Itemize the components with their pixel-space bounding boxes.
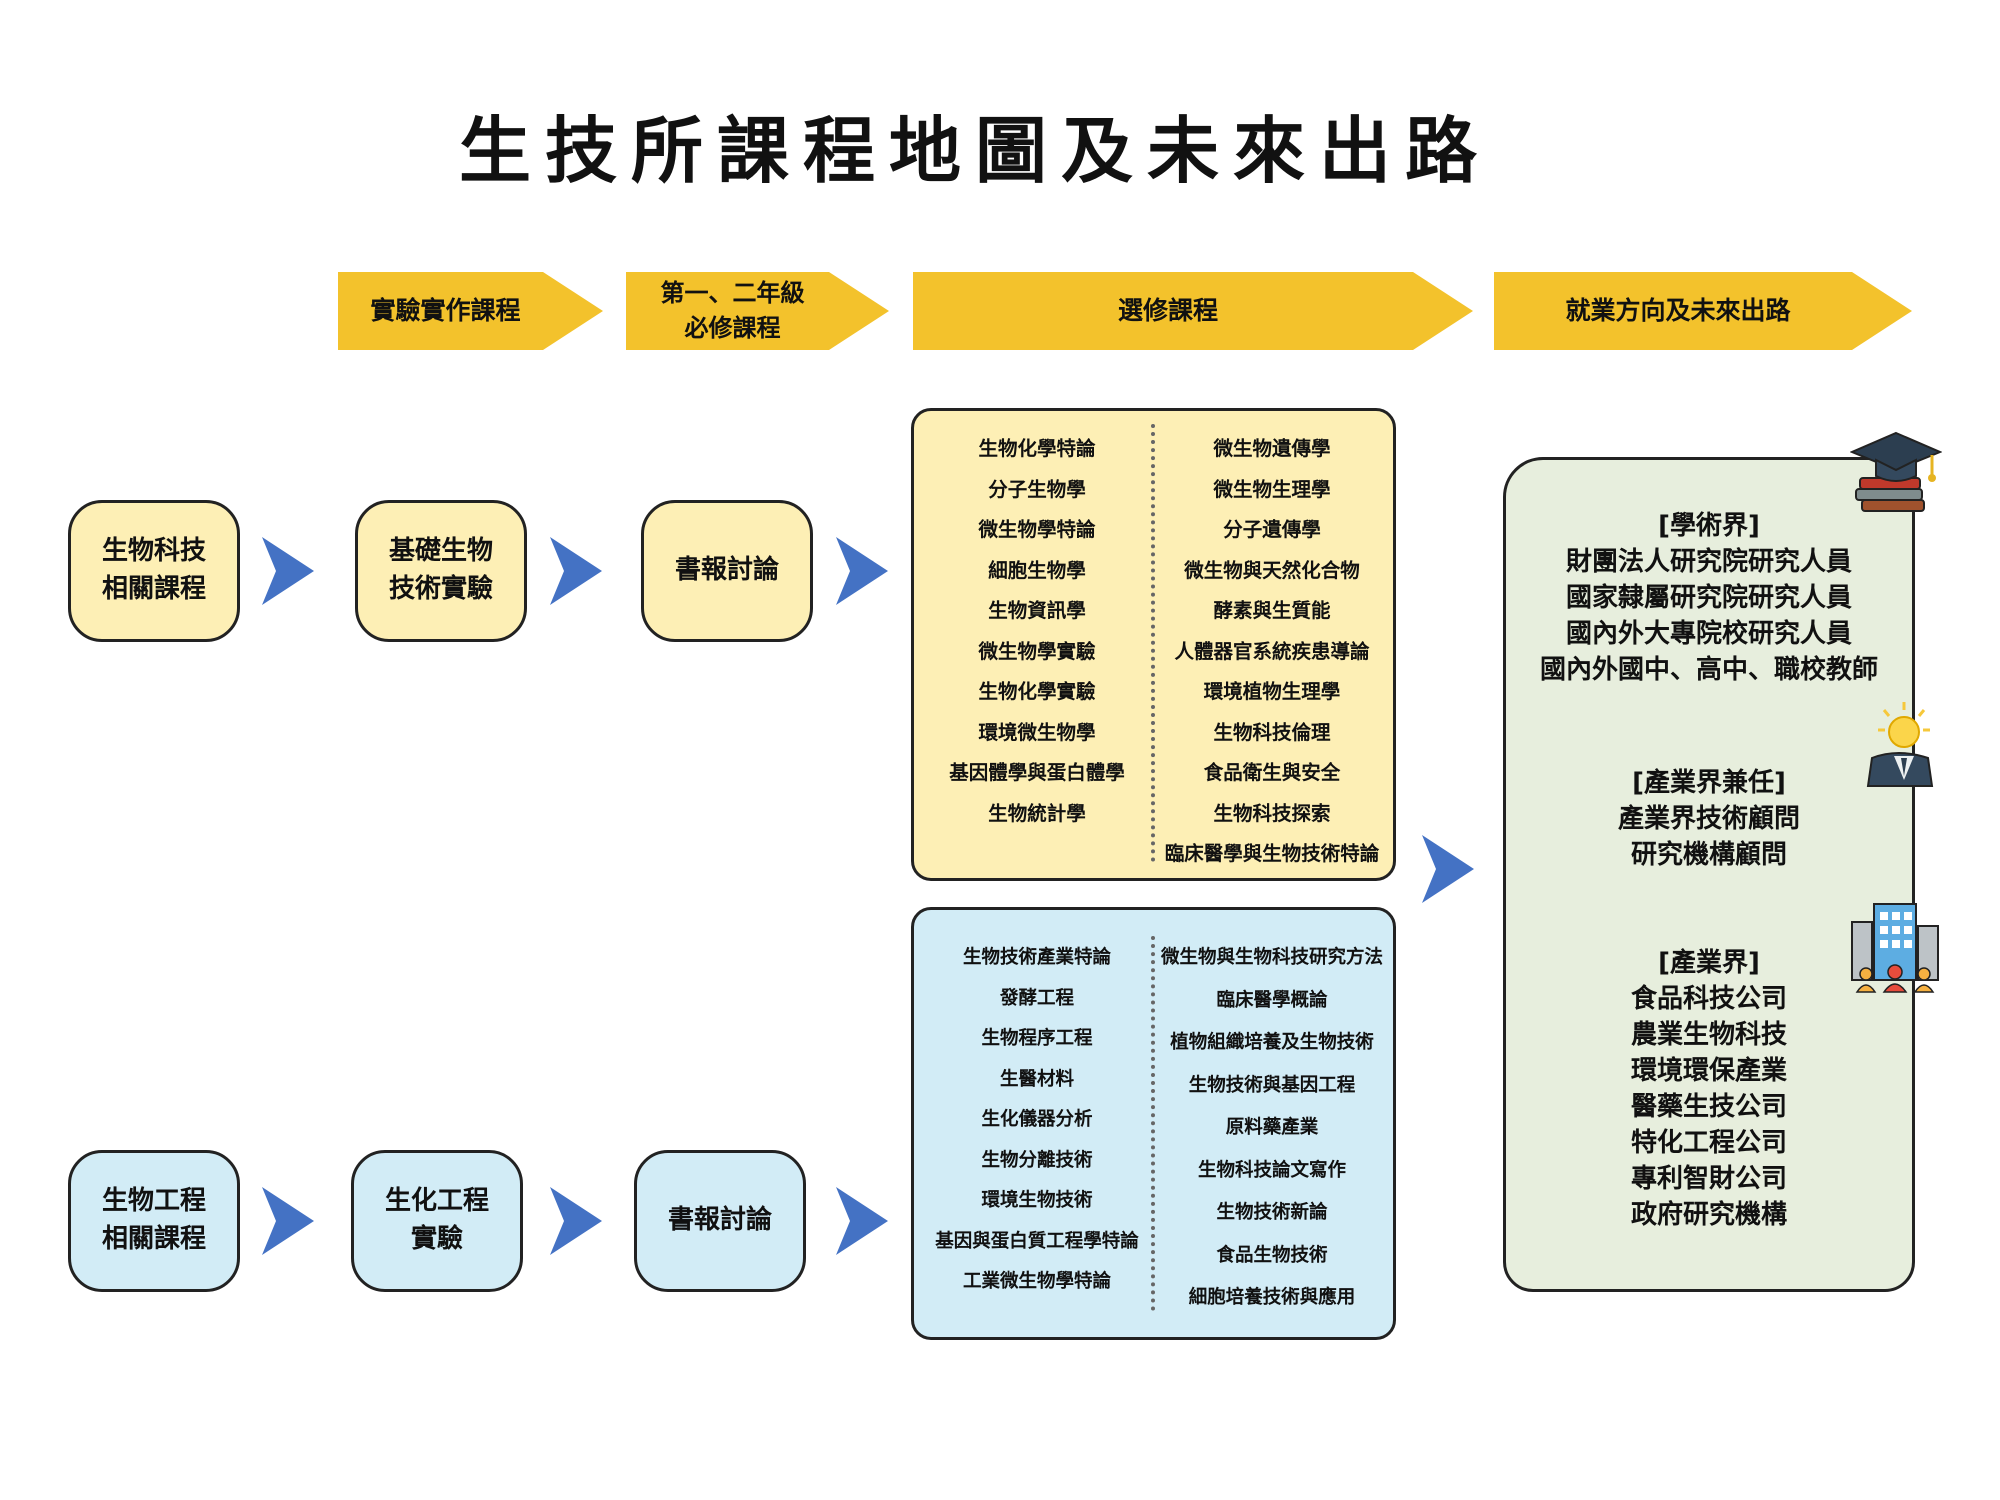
- flow-arrow-icon: [550, 537, 602, 605]
- elective-course-item: 微生物與生物科技研究方法: [1160, 947, 1383, 968]
- flow-arrow-icon: [836, 1187, 888, 1255]
- career-item: 研究機構顧問: [1630, 840, 1787, 870]
- page-title: 生技所課程地圖及未來出路: [458, 109, 1491, 193]
- elective-course-item: 細胞培養技術與應用: [1188, 1287, 1356, 1308]
- header-required-courses: 第一、二年級 必修課程: [626, 272, 889, 350]
- elective-course-item: 發酵工程: [999, 987, 1074, 1009]
- header-required-line1: 第一、二年級: [660, 279, 805, 308]
- elective-course-item: 生物技術新論: [1216, 1202, 1328, 1223]
- career-panel: [1503, 457, 1915, 1292]
- elective-course-item: 生物技術與基因工程: [1188, 1074, 1356, 1096]
- elective-course-item: 微生物遺傳學: [1213, 437, 1331, 460]
- elective-course-item: 分子遺傳學: [1223, 518, 1321, 541]
- bioeng-electives-divider: [1151, 936, 1155, 1311]
- career-item: 產業界技術顧問: [1617, 804, 1800, 834]
- career-advisor-group: [產業界兼任] 產業界技術顧問研究機構顧問: [1503, 765, 1915, 873]
- career-item: 國內外國中、高中、職校教師: [1539, 655, 1878, 685]
- bioeng-field-node: 生物工程 相關課程: [68, 1150, 240, 1292]
- businessman-idea-icon: [1866, 702, 1934, 787]
- header-lab-label: 實驗實作課程: [370, 295, 521, 325]
- elective-course-item: 微生物與天然化合物: [1184, 558, 1360, 582]
- bioeng-field-line2: 相關課程: [101, 1224, 206, 1254]
- elective-course-item: 微生物生理學: [1213, 477, 1331, 501]
- elective-course-item: 生醫材料: [999, 1068, 1074, 1090]
- biotech-electives-divider: [1151, 424, 1155, 862]
- elective-course-item: 生物資訊學: [988, 599, 1086, 622]
- elective-course-item: 生物技術產業特論: [962, 947, 1111, 968]
- elective-course-item: 微生物學實驗: [978, 639, 1096, 663]
- bioeng-seminar-node: 書報討論: [634, 1150, 806, 1292]
- career-item: 農業生物科技: [1630, 1020, 1787, 1050]
- elective-course-item: 植物組織培養及生物技術: [1170, 1032, 1374, 1053]
- elective-course-item: 臨床醫學與生物技術特論: [1164, 842, 1380, 865]
- elective-course-item: 生物程序工程: [981, 1028, 1093, 1049]
- biotech-lab-line1: 基礎生物: [388, 536, 493, 567]
- flow-arrow-icon: [262, 1187, 314, 1255]
- header-career-label: 就業方向及未來出路: [1565, 295, 1791, 325]
- flow-arrow-icon: [836, 537, 888, 605]
- biotech-lab-node: 基礎生物 技術實驗: [355, 500, 527, 642]
- bioeng-lab-line2: 實驗: [410, 1224, 463, 1254]
- career-item: 財團法人研究院研究人員: [1565, 547, 1852, 577]
- elective-course-item: 工業微生物學特論: [962, 1271, 1111, 1292]
- office-building-icon: [1851, 903, 1939, 993]
- biotech-seminar-label: 書報討論: [674, 555, 779, 586]
- elective-course-item: 生物化學實驗: [978, 680, 1096, 703]
- elective-course-item: 食品衛生與安全: [1203, 761, 1341, 784]
- elective-course-item: 環境生物技術: [981, 1190, 1093, 1211]
- biotech-field-node: 生物科技 相關課程: [68, 500, 240, 642]
- biotech-seminar-node: 書報討論: [641, 500, 813, 642]
- career-item: 國內外大專院校研究人員: [1565, 619, 1852, 649]
- career-item: 特化工程公司: [1630, 1128, 1787, 1158]
- header-elective-courses: 選修課程: [913, 272, 1473, 350]
- header-lab-courses: 實驗實作課程: [338, 272, 603, 350]
- career-item: 專利智財公司: [1630, 1164, 1787, 1194]
- elective-course-item: 生化儀器分析: [981, 1109, 1093, 1130]
- bioeng-lab-line1: 生化工程: [384, 1186, 489, 1217]
- graduation-cap-icon: [1850, 431, 1942, 512]
- elective-course-item: 生物科技論文寫作: [1197, 1159, 1346, 1181]
- flow-arrow-icon: [1422, 835, 1474, 903]
- elective-course-item: 生物分離技術: [981, 1149, 1093, 1171]
- elective-course-item: 臨床醫學概論: [1216, 989, 1328, 1011]
- elective-course-item: 微生物學特論: [978, 518, 1096, 541]
- elective-course-item: 環境微生物學: [978, 720, 1096, 744]
- career-industry-group: [產業界] 食品科技公司農業生物科技環境環保產業醫藥生技公司特化工程公司專利智財公…: [1503, 945, 1915, 1233]
- career-item: 醫藥生技公司: [1630, 1092, 1787, 1122]
- elective-course-item: 食品生物技術: [1216, 1244, 1328, 1266]
- flow-arrow-icon: [262, 537, 314, 605]
- header-career: 就業方向及未來出路: [1494, 272, 1912, 350]
- career-category-heading: [學術界]: [1658, 511, 1760, 541]
- elective-course-item: 人體器官系統疾患導論: [1174, 639, 1370, 663]
- career-item: 環境環保產業: [1630, 1056, 1787, 1086]
- biotech-field-line1: 生物科技: [101, 536, 206, 567]
- elective-course-item: 酵素與生質能: [1213, 599, 1331, 622]
- elective-course-item: 生物科技倫理: [1213, 720, 1331, 744]
- elective-course-item: 原料藥產業: [1225, 1117, 1319, 1138]
- header-required-line2: 必修課程: [684, 314, 781, 342]
- elective-course-item: 環境植物生理學: [1203, 680, 1341, 703]
- elective-course-item: 生物統計學: [988, 801, 1086, 825]
- career-academic-group: [學術界] 財團法人研究院研究人員國家隸屬研究院研究人員國內外大專院校研究人員國內…: [1503, 508, 1915, 688]
- elective-course-item: 基因與蛋白質工程學特論: [935, 1230, 1139, 1252]
- career-category-heading: [產業界]: [1658, 948, 1760, 978]
- header-elective-label: 選修課程: [1117, 295, 1218, 325]
- elective-course-item: 細胞生物學: [988, 558, 1086, 582]
- biotech-lab-line2: 技術實驗: [388, 574, 493, 604]
- bioeng-field-line1: 生物工程: [101, 1186, 206, 1217]
- elective-course-item: 生物科技探索: [1213, 801, 1331, 825]
- elective-course-item: 分子生物學: [988, 477, 1086, 501]
- career-item: 國家隸屬研究院研究人員: [1565, 583, 1852, 613]
- biotech-field-line2: 相關課程: [101, 574, 206, 604]
- bioeng-lab-node: 生化工程 實驗: [351, 1150, 523, 1292]
- career-item: 食品科技公司: [1630, 984, 1787, 1014]
- elective-course-item: 生物化學特論: [978, 437, 1096, 460]
- elective-course-item: 基因體學與蛋白體學: [949, 761, 1125, 784]
- bioeng-seminar-label: 書報討論: [667, 1205, 772, 1236]
- flow-arrow-icon: [550, 1187, 602, 1255]
- career-category-heading: [產業界兼任]: [1632, 768, 1786, 798]
- career-item: 政府研究機構: [1630, 1200, 1787, 1230]
